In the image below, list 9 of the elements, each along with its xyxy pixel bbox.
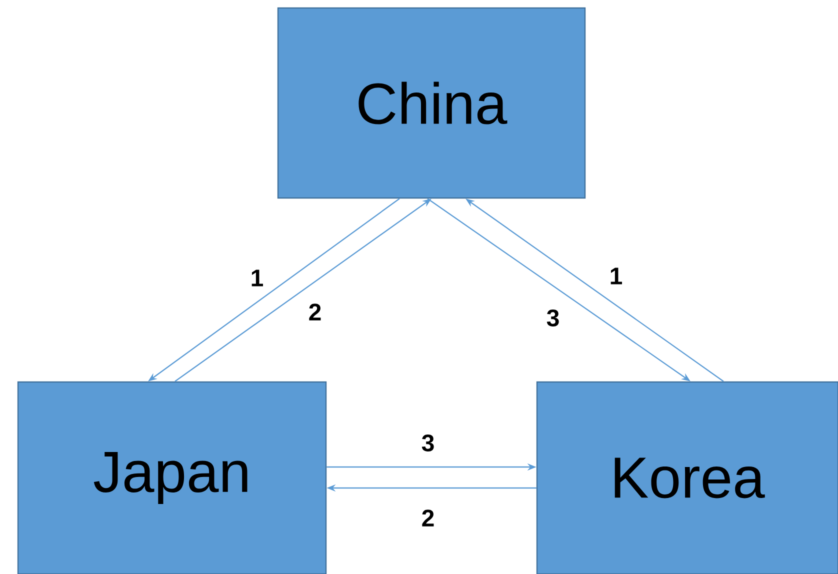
edge-label: 2 bbox=[422, 510, 434, 526]
edge-label: 3 bbox=[422, 434, 434, 452]
edge-label: 3 bbox=[546, 310, 559, 326]
country-box: Korea bbox=[536, 381, 838, 574]
edge-label: 2 bbox=[309, 304, 321, 320]
country-box: China bbox=[277, 7, 586, 199]
country-box: Japan bbox=[17, 381, 327, 574]
edge-label: 1 bbox=[610, 268, 622, 284]
edge-label: 1 bbox=[252, 270, 263, 286]
